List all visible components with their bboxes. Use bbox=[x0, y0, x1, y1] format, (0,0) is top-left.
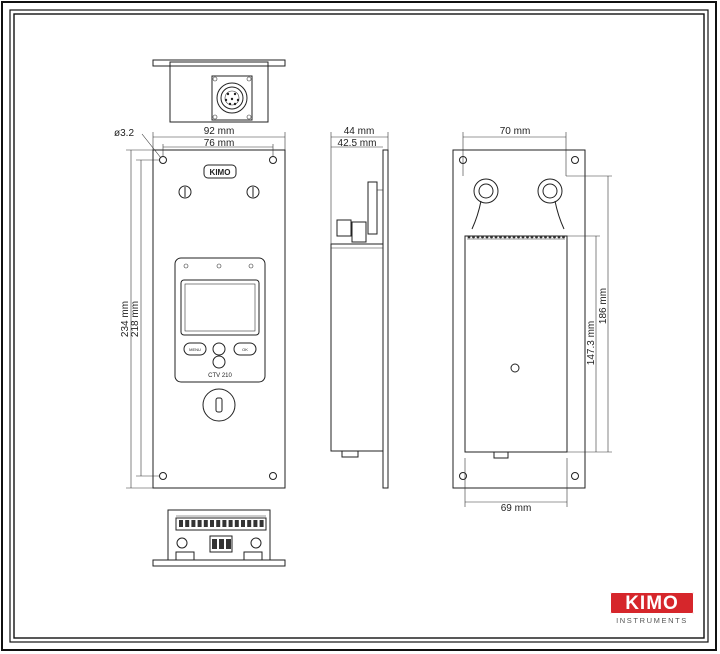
terminal-pin bbox=[234, 520, 239, 527]
back-height-outer: 186 mm bbox=[598, 288, 609, 324]
front-view bbox=[152, 149, 286, 489]
terminal-pin bbox=[259, 520, 264, 527]
kimo-logo-text: KIMO bbox=[625, 593, 679, 614]
back-width-top: 70 mm bbox=[500, 126, 531, 137]
front-logo: KIMO bbox=[210, 168, 231, 177]
back-rivet bbox=[512, 235, 516, 239]
back-rivet bbox=[499, 235, 502, 239]
back-rivet bbox=[539, 235, 543, 239]
model-label: CTV 210 bbox=[208, 373, 232, 379]
back-rivet bbox=[530, 235, 534, 239]
back-rivet bbox=[535, 235, 538, 239]
power-terminal bbox=[212, 539, 217, 549]
bottom-view bbox=[152, 509, 286, 567]
back-rivet bbox=[494, 235, 498, 239]
front-dimension-lines bbox=[126, 132, 286, 489]
ok-label: OK bbox=[242, 347, 248, 352]
back-rivet bbox=[503, 235, 507, 239]
back-dimension-lines bbox=[462, 132, 612, 507]
kimo-logo-box bbox=[610, 592, 694, 614]
kimo-logo: KIMO INSTRUMENTS bbox=[610, 592, 694, 628]
front-height-inner: 218 mm bbox=[130, 301, 141, 337]
back-rivet bbox=[548, 235, 552, 239]
side-depth-inner: 42.5 mm bbox=[338, 138, 377, 149]
back-rivet bbox=[557, 235, 561, 239]
back-rivet bbox=[562, 235, 565, 239]
terminal-pin bbox=[216, 520, 221, 527]
terminal-pin bbox=[241, 520, 245, 527]
back-rivet bbox=[544, 235, 547, 239]
terminal-pin bbox=[197, 520, 202, 527]
back-rivet bbox=[481, 235, 484, 239]
menu-label: MENU bbox=[189, 347, 201, 352]
terminal-pin bbox=[253, 520, 258, 527]
side-depth-outer: 44 mm bbox=[344, 126, 375, 137]
top-view bbox=[152, 59, 286, 123]
back-rivet bbox=[467, 235, 471, 239]
side-dimension-lines bbox=[330, 132, 389, 244]
back-rivet bbox=[485, 235, 489, 239]
kimo-logo-subtitle: INSTRUMENTS bbox=[616, 616, 688, 625]
terminal-pin bbox=[203, 520, 208, 527]
back-rivet bbox=[476, 235, 480, 239]
terminal-pin bbox=[210, 520, 214, 527]
front-width-outer: 92 mm bbox=[204, 126, 235, 137]
terminal-pin bbox=[222, 520, 227, 527]
terminal-pin bbox=[191, 520, 196, 527]
back-rivet bbox=[490, 235, 493, 239]
terminal-pin bbox=[247, 520, 252, 527]
back-view bbox=[452, 149, 586, 489]
back-rivet bbox=[508, 235, 511, 239]
side-view bbox=[330, 149, 389, 489]
back-rivet bbox=[526, 235, 529, 239]
back-rivet bbox=[472, 235, 475, 239]
back-rivet bbox=[521, 235, 525, 239]
terminal-pin bbox=[185, 520, 190, 527]
back-rivet bbox=[517, 235, 520, 239]
hole-diameter: ø3.2 bbox=[114, 128, 134, 139]
back-height-inner: 147.3 mm bbox=[586, 321, 597, 365]
back-rivet bbox=[553, 235, 556, 239]
terminal-pin bbox=[179, 520, 183, 527]
power-terminal bbox=[219, 539, 224, 549]
front-width-inner: 76 mm bbox=[204, 138, 235, 149]
terminal-pin bbox=[228, 520, 233, 527]
back-width-bottom: 69 mm bbox=[501, 503, 532, 514]
power-terminal bbox=[226, 539, 231, 549]
front-height-outer: 234 mm bbox=[120, 301, 131, 337]
